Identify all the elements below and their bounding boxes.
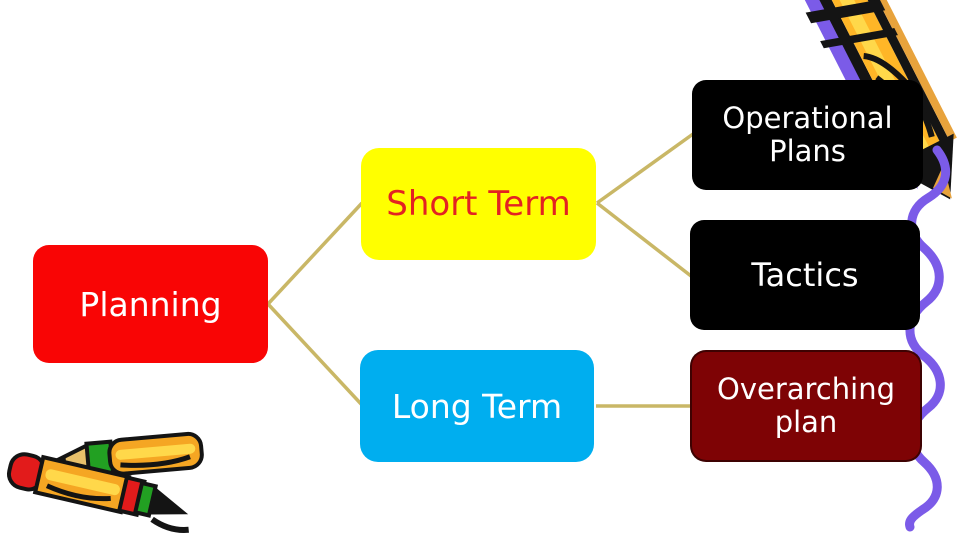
node-operational-plans-label: Operational Plans: [722, 100, 893, 168]
node-tactics: Tactics: [690, 220, 920, 330]
node-overarching-plan: Overarching plan: [690, 350, 922, 462]
node-short-term: Short Term: [361, 148, 596, 260]
node-long-term-label: Long Term: [391, 386, 563, 426]
node-operational-plans: Operational Plans: [692, 80, 923, 190]
node-tactics-label: Tactics: [751, 256, 859, 294]
connector-planning-short-term: [266, 201, 364, 306]
connector-short-term-tactics: [595, 201, 693, 278]
node-planning: Planning: [33, 245, 268, 363]
crayons-icon: [6, 431, 204, 534]
node-planning-label: Planning: [79, 284, 222, 324]
node-short-term-label: Short Term: [386, 184, 571, 224]
squiggle-line: [905, 145, 951, 532]
node-long-term: Long Term: [360, 350, 594, 462]
connector-short-term-operational: [595, 132, 695, 205]
connector-planning-long-term: [266, 302, 364, 407]
node-overarching-plan-label: Overarching plan: [717, 371, 895, 439]
